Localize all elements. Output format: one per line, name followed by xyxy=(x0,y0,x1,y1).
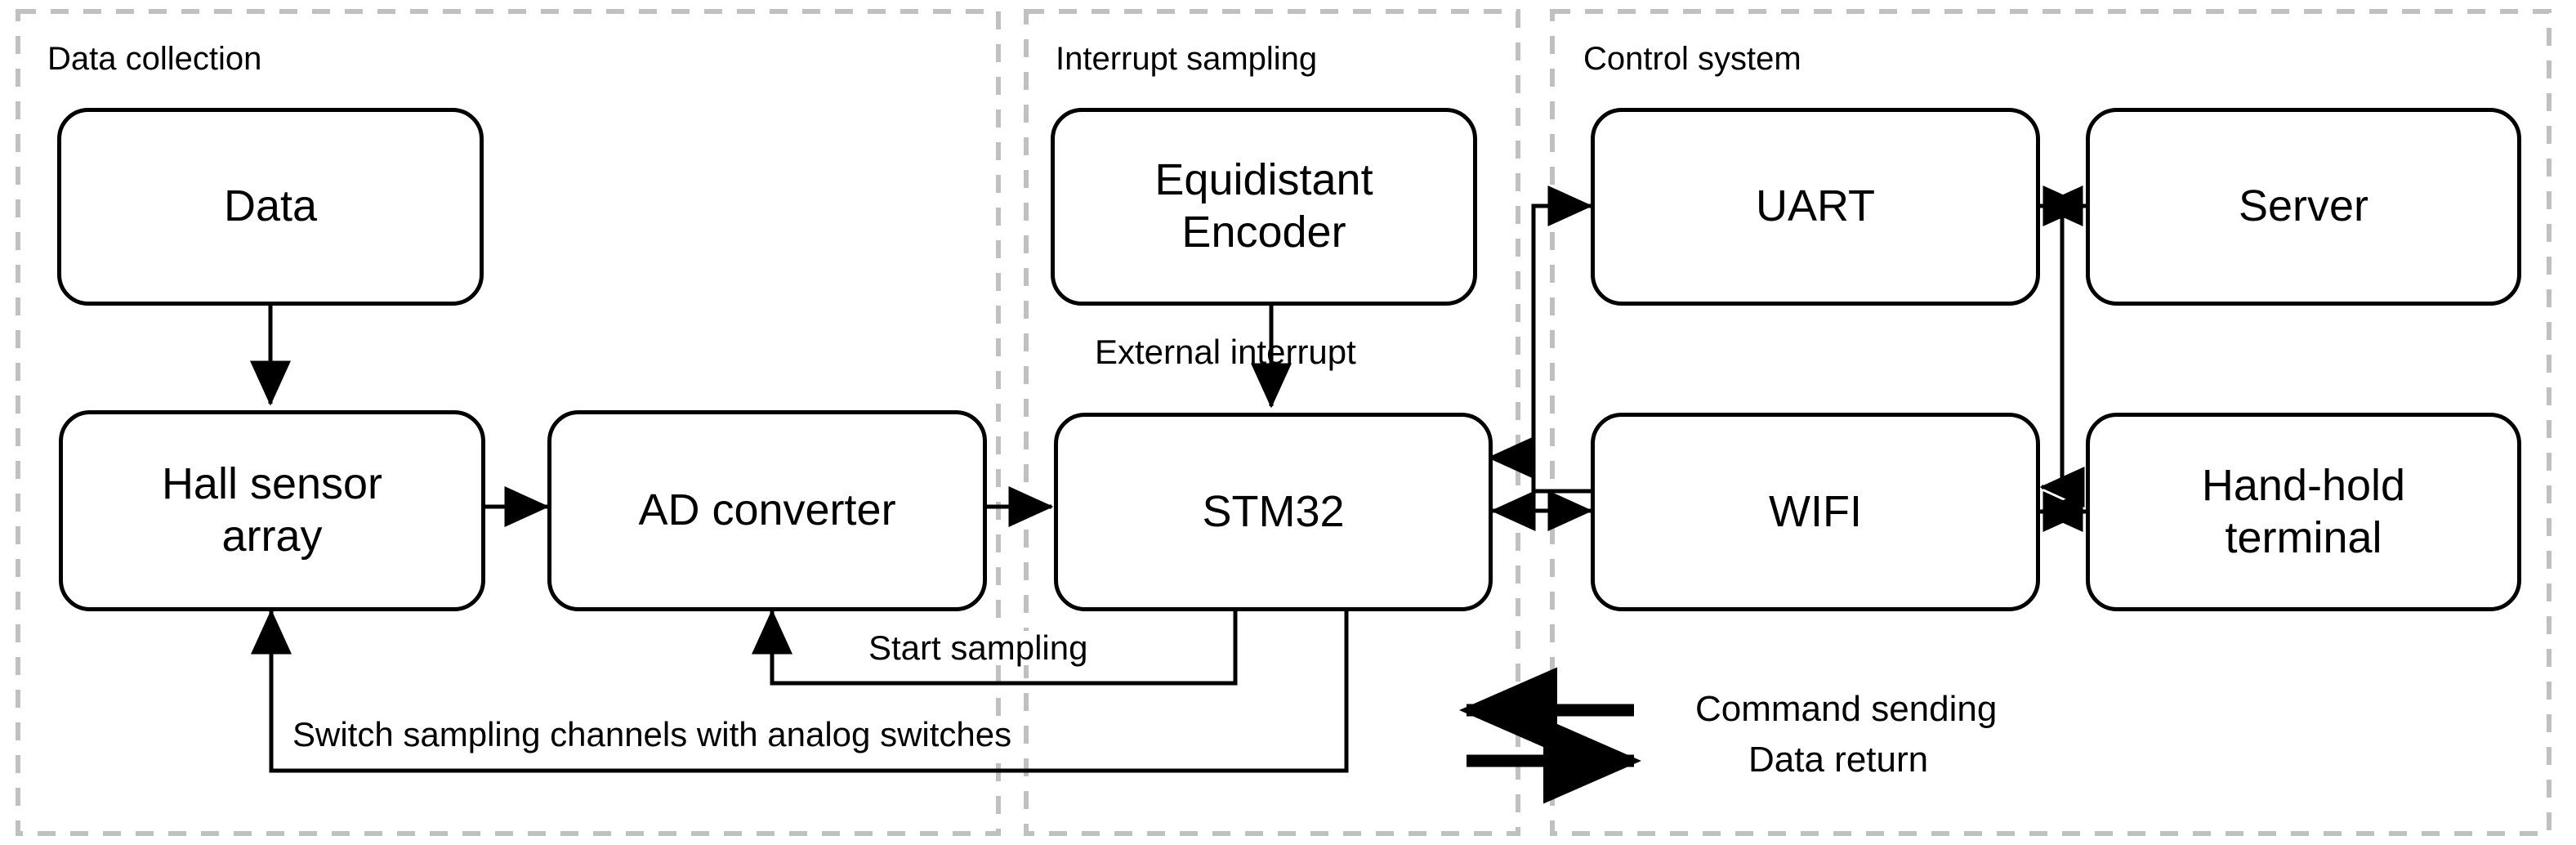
edge-label-start-sampling: Start sampling xyxy=(868,628,1088,667)
node-hand-hold-terminal-line2: terminal xyxy=(2225,512,2382,562)
node-uart-label: UART xyxy=(1755,181,1876,231)
connector-stm32-to-uart xyxy=(1531,186,1593,491)
panel-border-control-system xyxy=(1550,9,2551,836)
panel-title-data-collection: Data collection xyxy=(47,41,262,77)
node-stm32-label: STM32 xyxy=(1202,486,1345,536)
node-server[interactable]: Server xyxy=(2086,108,2521,306)
edge-label-external-interrupt: External interrupt xyxy=(1095,333,1356,371)
node-ad-converter[interactable]: AD converter xyxy=(547,410,987,611)
connector-stm32-to-ad-converter-start-sampling xyxy=(752,605,1238,686)
connector-server-to-wifi xyxy=(2039,206,2085,507)
node-equidistant-encoder-line1: Equidistant xyxy=(1154,155,1373,205)
node-ad-converter-label: AD converter xyxy=(638,485,896,535)
panel-title-interrupt-sampling: Interrupt sampling xyxy=(1056,41,1318,77)
node-wifi[interactable]: WIFI xyxy=(1591,413,2040,611)
panel-border-data-collection xyxy=(16,9,1001,836)
node-uart[interactable]: UART xyxy=(1591,108,2040,306)
node-wifi-label: WIFI xyxy=(1769,486,1862,536)
panel-border-interrupt-sampling xyxy=(1024,9,1520,836)
node-data-label: Data xyxy=(223,181,318,231)
node-data[interactable]: Data xyxy=(57,108,484,306)
edge-label-switch-sampling-channels: Switch sampling channels with analog swi… xyxy=(292,715,1012,753)
node-stm32[interactable]: STM32 xyxy=(1054,413,1493,611)
panel-title-control-system: Control system xyxy=(1583,41,1801,77)
node-server-label: Server xyxy=(2238,181,2369,231)
node-equidistant-encoder-line2: Encoder xyxy=(1181,208,1346,257)
node-hand-hold-terminal-line1: Hand-hold xyxy=(2201,460,2406,510)
node-hall-sensor-array-line2: array xyxy=(221,512,323,561)
legend-label-data-return: Data return xyxy=(1748,740,1929,780)
node-hall-sensor-array-line1: Hall sensor xyxy=(161,459,383,509)
connector-stm32-to-hall-sensor-array-switch-channels xyxy=(251,605,1349,773)
legend-label-command-sending: Command sending xyxy=(1695,689,1998,729)
connector-uart-to-stm32 xyxy=(1487,437,1591,494)
